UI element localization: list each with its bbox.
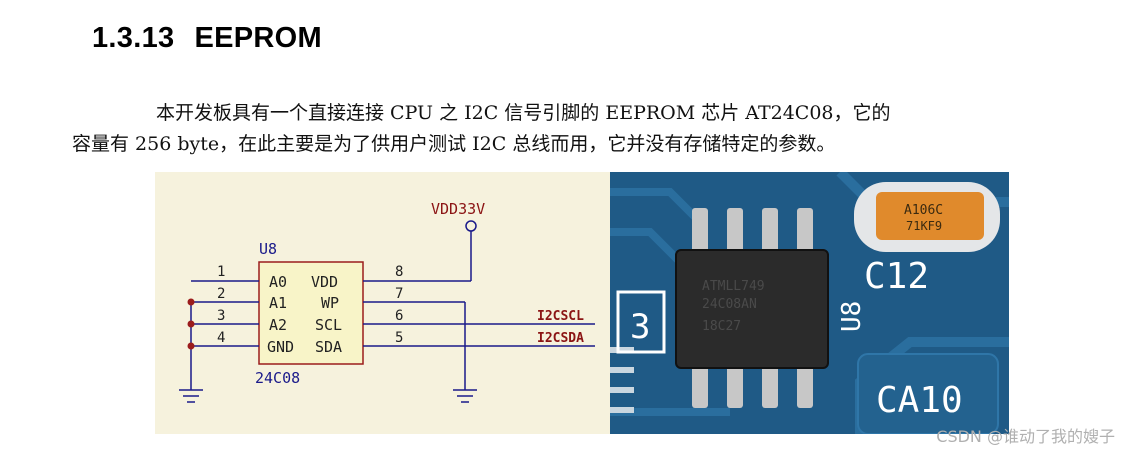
- cap-marking-2: 71KF9: [906, 219, 942, 233]
- section-heading: 1.3.13 EEPROM: [92, 22, 322, 55]
- pin-name-a2: A2: [269, 316, 287, 334]
- component-ref: U8: [259, 240, 277, 258]
- eeprom-chip: [675, 249, 829, 369]
- pin-name-wp: WP: [321, 294, 339, 312]
- cap-marking-1: A106C: [904, 203, 943, 218]
- pin-name-vdd: VDD: [311, 273, 338, 291]
- net-label-sda: I2CSDA: [537, 331, 584, 346]
- silk-label-3: 3: [630, 307, 650, 347]
- chip-marking-1: ATMLL749: [702, 279, 765, 294]
- silk-label-c12: C12: [864, 256, 929, 297]
- chip-marking-2: 24C08AN: [702, 297, 757, 312]
- pin-num-4: 4: [217, 330, 225, 346]
- pin-name-a1: A1: [269, 294, 287, 312]
- junction-dot-2: [187, 320, 195, 328]
- pcb-photo: 3 ATMLL749 24C08AN 18C27 U8 A106C 71KF9: [610, 172, 1009, 434]
- pin-num-3: 3: [217, 308, 225, 324]
- ic-body: [258, 261, 364, 365]
- pin-num-1: 1: [217, 264, 225, 280]
- section-title: EEPROM: [194, 22, 322, 54]
- pin-num-6: 6: [395, 308, 403, 324]
- pin-name-gnd: GND: [267, 338, 294, 356]
- junction-dot-1: [187, 298, 195, 306]
- paragraph-line-1: 本开发板具有一个直接连接 CPU 之 I2C 信号引脚的 EEPROM 芯片 A…: [156, 102, 891, 124]
- watermark: CSDN @谁动了我的嫂子: [936, 427, 1115, 446]
- pin-num-7: 7: [395, 286, 403, 302]
- pin-name-a0: A0: [269, 273, 287, 291]
- pin-num-2: 2: [217, 286, 225, 302]
- pcb-drawing: 3 ATMLL749 24C08AN 18C27 U8 A106C 71KF9: [610, 172, 1009, 434]
- silk-box-3: [616, 290, 666, 354]
- tantalum-cap: [876, 192, 984, 240]
- power-connector: [465, 220, 477, 232]
- chip-marking-3: 18C27: [702, 319, 741, 334]
- section-number: 1.3.13: [92, 22, 175, 54]
- figure: VDD33V U8 24C08 1 2 3 4 A0 A1 A2 GND VDD…: [155, 172, 1009, 434]
- body-paragraph: 本开发板具有一个直接连接 CPU 之 I2C 信号引脚的 EEPROM 芯片 A…: [72, 98, 1062, 160]
- component-part: 24C08: [255, 369, 300, 387]
- pin-name-sda: SDA: [315, 338, 342, 356]
- net-label-scl: I2CSCL: [537, 309, 584, 324]
- power-label: VDD33V: [431, 200, 485, 218]
- schematic-drawing: VDD33V U8 24C08 1 2 3 4 A0 A1 A2 GND VDD…: [179, 200, 595, 403]
- pin-num-8: 8: [395, 264, 403, 280]
- silk-label-u8: U8: [837, 301, 867, 332]
- silk-label-ca10: CA10: [876, 380, 963, 421]
- paragraph-line-2: 容量有 256 byte，在此主要是为了供用户测试 I2C 总线而用，它并没有存…: [72, 133, 836, 155]
- pin-name-scl: SCL: [315, 316, 342, 334]
- pin-num-5: 5: [395, 330, 403, 346]
- eeprom-schematic: VDD33V U8 24C08 1 2 3 4 A0 A1 A2 GND VDD…: [155, 172, 610, 434]
- junction-dot-3: [187, 342, 195, 350]
